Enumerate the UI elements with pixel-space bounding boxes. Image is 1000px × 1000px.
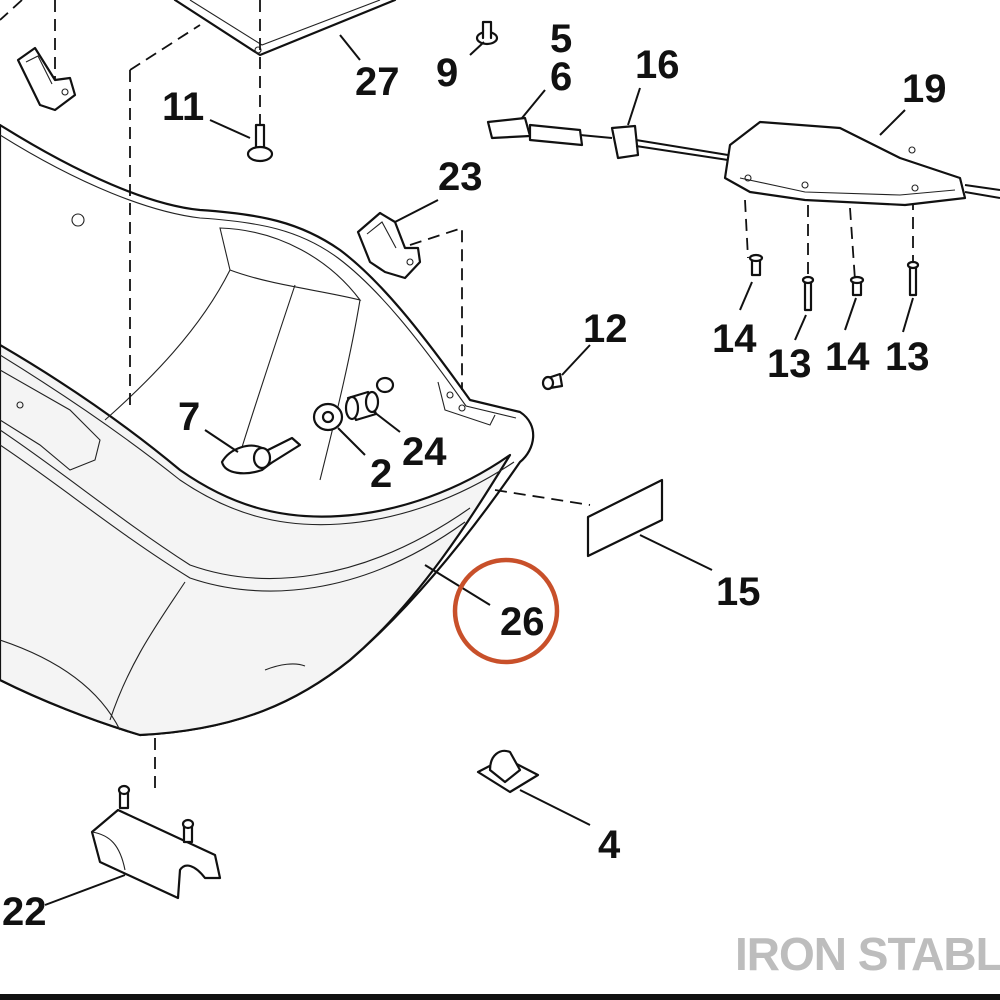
callout-23: 23 — [438, 155, 483, 199]
saddlebag-body — [0, 123, 535, 737]
bottom-border — [0, 994, 1000, 1000]
module-19 — [723, 120, 1000, 207]
hinge-hook-23 — [356, 211, 422, 280]
callout-19: 19 — [902, 67, 947, 111]
callout-15: 15 — [716, 570, 761, 614]
assembly-lines — [0, 0, 914, 790]
clip-4 — [476, 749, 540, 794]
callout-2: 2 — [370, 452, 392, 496]
screw-11 — [246, 123, 274, 163]
washer-2 — [312, 402, 344, 432]
callout-24: 24 — [402, 430, 447, 474]
lid-part — [173, 0, 397, 57]
callout-27: 27 — [355, 60, 400, 104]
callout-12: 12 — [583, 307, 628, 351]
callout-14-right: 14 — [825, 335, 870, 379]
hinge-hook-top-left — [16, 46, 77, 112]
callout-13-right: 13 — [885, 335, 930, 379]
watermark: IRON STABLE — [735, 928, 1000, 980]
label-15 — [586, 478, 664, 558]
callout-6: 6 — [550, 55, 572, 99]
callout-7: 7 — [178, 395, 200, 439]
leader-lines — [44, 34, 914, 906]
callout-13-left: 13 — [767, 342, 812, 386]
module-screws — [748, 253, 920, 312]
highlight-circle — [452, 557, 560, 665]
screw-12 — [541, 372, 564, 391]
callout-labels: 5 6 9 11 16 19 27 23 12 14 13 14 13 7 24… — [2, 17, 947, 934]
callout-11: 11 — [162, 85, 204, 129]
callout-26: 26 — [500, 600, 545, 644]
callout-5: 5 — [550, 17, 572, 61]
callout-14-left: 14 — [712, 317, 757, 361]
screw-9 — [475, 20, 499, 46]
bracket-22 — [90, 784, 222, 900]
callout-16: 16 — [635, 43, 680, 87]
callout-22: 22 — [2, 890, 47, 934]
cable-assembly — [486, 116, 729, 161]
latch-7 — [220, 436, 302, 475]
callout-4: 4 — [598, 823, 621, 867]
callout-9: 9 — [436, 51, 458, 95]
grommet-24 — [344, 376, 395, 422]
